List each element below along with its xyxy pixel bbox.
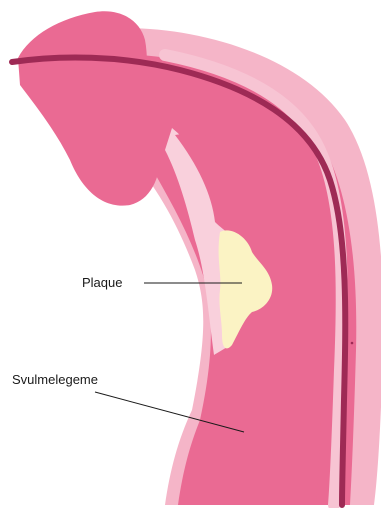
corpus-label: Svulmelegeme [12, 372, 98, 387]
detail-dot [351, 342, 354, 345]
glans [18, 11, 163, 205]
plaque-label: Plaque [82, 275, 122, 290]
